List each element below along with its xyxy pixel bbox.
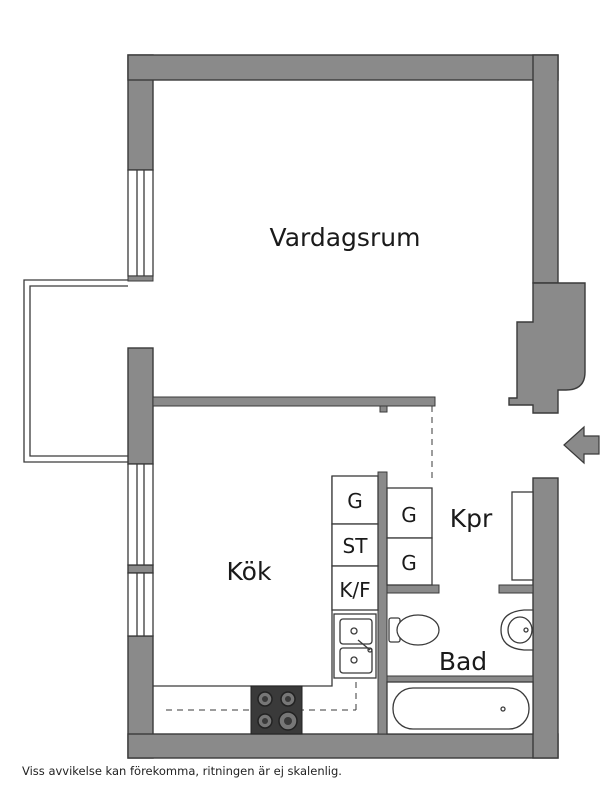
bathtub — [386, 681, 534, 735]
room-label-kpr: Kpr — [450, 504, 493, 533]
room-label-bad: Bad — [439, 647, 487, 676]
wall-living-kitchen — [152, 396, 436, 407]
closet-units: G G — [386, 487, 433, 586]
wall-top — [127, 54, 559, 81]
closet-g1-label: G — [401, 503, 417, 527]
cabinet-kf-label: K/F — [339, 578, 370, 602]
wall-bath-mid — [386, 675, 534, 683]
balcony — [23, 279, 128, 463]
disclaimer-text: Viss avvikelse kan förekomma, ritningen … — [22, 764, 342, 778]
room-label-vardagsrum: Vardagsrum — [270, 223, 421, 252]
window-kitchen-2 — [127, 572, 154, 637]
wall-kitchen-bath — [377, 471, 388, 735]
wall-bottom — [127, 733, 559, 759]
exterior-walls — [127, 54, 586, 759]
cabinet-st-label: ST — [343, 534, 369, 558]
wall-right-lower — [532, 477, 559, 759]
closet-g2 — [386, 537, 433, 586]
toilet — [388, 614, 440, 646]
wall-closet-top — [386, 584, 440, 594]
wall-right-upper — [532, 54, 559, 284]
washbasin — [500, 609, 534, 651]
window-living — [127, 169, 154, 282]
stove — [250, 685, 303, 735]
windows — [127, 169, 154, 637]
closet-g1 — [386, 487, 433, 539]
bathroom-fixtures — [386, 609, 534, 735]
entrance-arrow-icon — [563, 425, 600, 465]
wall-stub — [379, 405, 388, 413]
cabinet-kf — [331, 565, 379, 611]
sink — [333, 613, 377, 679]
room-label-kok: Kök — [227, 557, 272, 586]
window-kitchen-1 — [127, 463, 154, 566]
shaft — [508, 282, 586, 414]
closet-g2-label: G — [401, 551, 417, 575]
hall-shelf — [511, 491, 534, 581]
wall-bath-top — [498, 584, 534, 594]
wall-left-low — [127, 564, 154, 574]
cabinet-st — [331, 523, 379, 567]
kitchen-counter: G ST K/F — [153, 475, 379, 735]
cabinet-g-label: G — [347, 489, 363, 513]
wall-left-mid — [127, 347, 154, 465]
